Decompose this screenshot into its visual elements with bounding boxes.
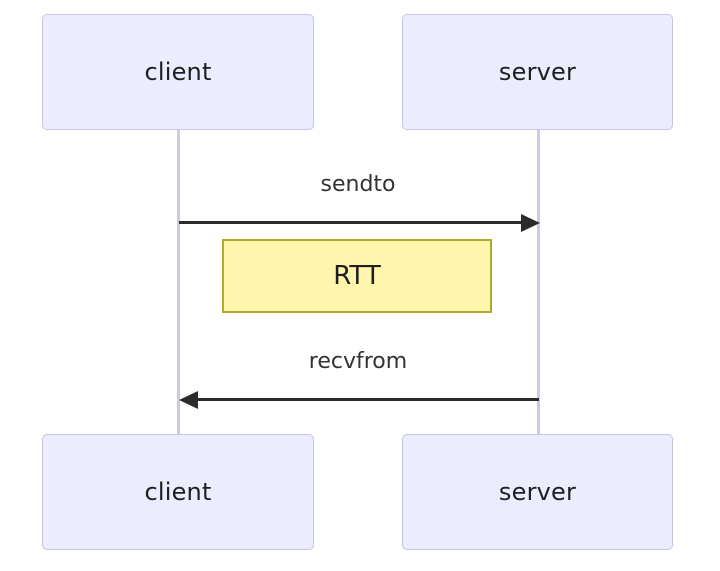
message-line-recvfrom (198, 398, 539, 401)
participant-box-server-top[interactable]: server (402, 14, 673, 130)
participant-label-client-bottom: client (144, 478, 212, 506)
participant-box-client-bottom[interactable]: client (42, 434, 314, 550)
participant-label-server-bottom: server (498, 478, 577, 506)
message-label-recvfrom: recvfrom (308, 349, 408, 374)
message-label-sendto: sendto (320, 172, 396, 197)
note-rtt[interactable]: RTT (222, 239, 492, 313)
lifeline-server (537, 129, 540, 436)
arrowhead-left-icon (179, 391, 198, 409)
lifeline-client (177, 129, 180, 436)
participant-box-server-bottom[interactable]: server (402, 434, 673, 550)
participant-label-server-top: server (498, 58, 577, 86)
message-line-sendto (179, 221, 521, 224)
note-label-rtt: RTT (333, 261, 381, 291)
arrowhead-right-icon (521, 214, 540, 232)
participant-box-client-top[interactable]: client (42, 14, 314, 130)
participant-label-client-top: client (144, 58, 212, 86)
